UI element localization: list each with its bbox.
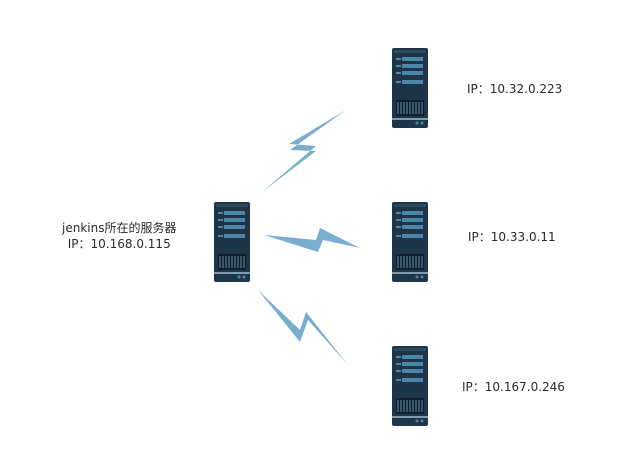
target-server-ip-1: IP：10.32.0.223 (467, 82, 563, 96)
jenkins-server-label: jenkins所在的服务器 IP：10.168.0.115 (62, 220, 176, 252)
connection-bolt-bottom (258, 290, 348, 365)
connection-bolt-middle (264, 228, 360, 252)
connection-bolt-top (262, 110, 346, 192)
target-server-icon-2 (392, 202, 428, 282)
jenkins-server-name: jenkins所在的服务器 (62, 221, 177, 235)
jenkins-server-icon (214, 202, 250, 282)
target-server-icon-3 (392, 346, 428, 426)
target-server-icon-1 (392, 48, 428, 128)
target-server-ip-2: IP：10.33.0.11 (468, 230, 556, 244)
jenkins-server-ip: IP：10.168.0.115 (67, 237, 171, 251)
target-server-ip-3: IP：10.167.0.246 (462, 380, 565, 394)
